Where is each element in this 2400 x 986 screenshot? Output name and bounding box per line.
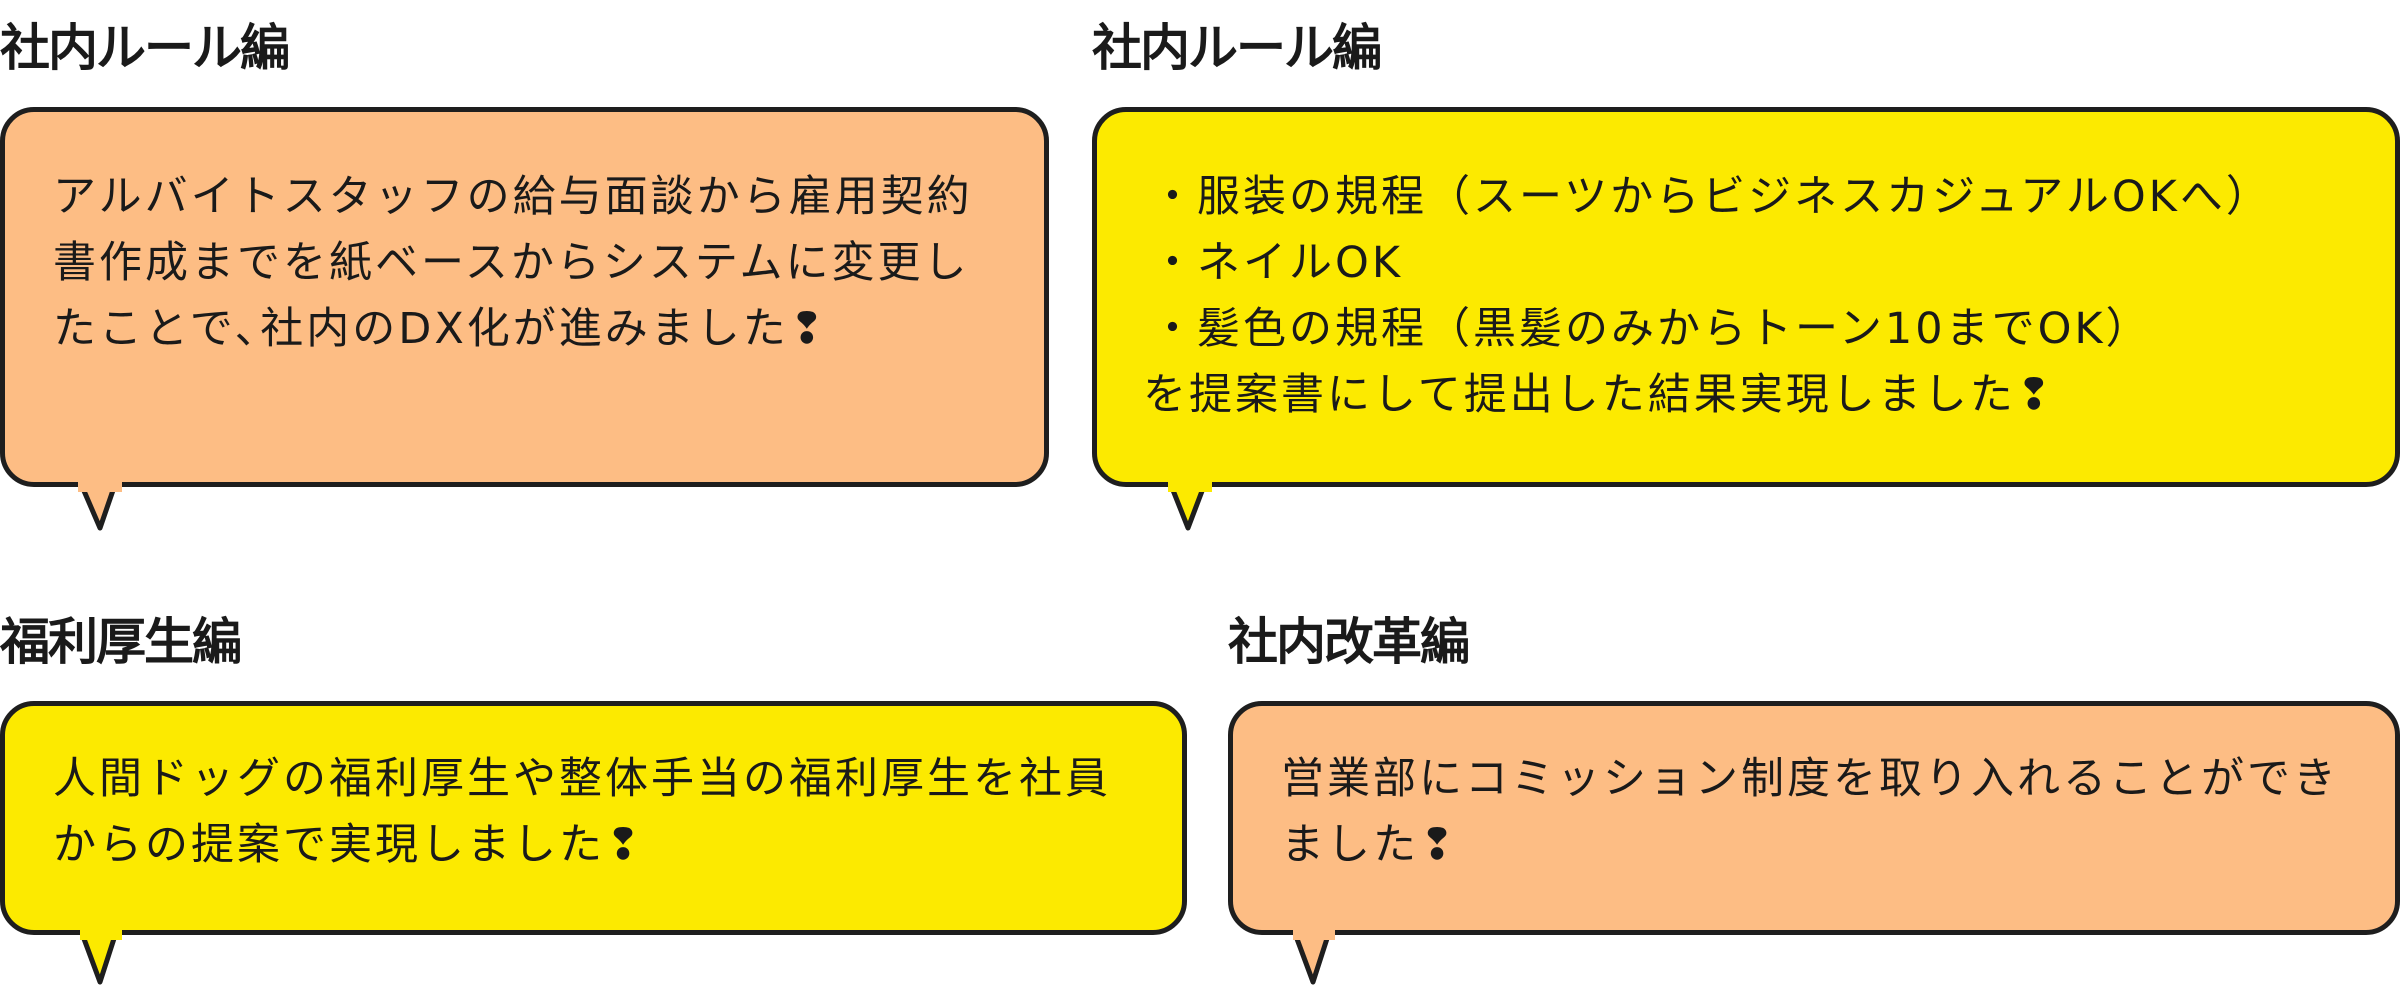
- bubble-line: ・服装の規程（スーツからビジネスカジュアルOKへ）: [1151, 172, 2272, 222]
- bubble-line: ・髪色の規程（黒髪のみからトーン10までOK）: [1151, 304, 2152, 354]
- bubble-text: 人間ドッグの福利厚生や整体手当の福利厚生を社員からの提案で実現しました❢: [53, 754, 1111, 870]
- tail-cover: [1168, 478, 1212, 492]
- tail-cover: [80, 926, 122, 940]
- speech-bubble-internal-rules-dx: アルバイトスタッフの給与面談から雇用契約書作成までを紙ベースからシステムに変更し…: [0, 107, 1049, 487]
- bubble-text-list: ・服装の規程（スーツからビジネスカジュアルOKへ） ・ネイルOK ・髪色の規程（…: [1143, 164, 2365, 428]
- bubble-text: 営業部にコミッション制度を取り入れることができました❢: [1281, 754, 2339, 870]
- section-heading: 社内ルール編: [1092, 20, 1382, 76]
- bubble-text: アルバイトスタッフの給与面談から雇用契約書作成までを紙ベースからシステムに変更し…: [53, 172, 973, 354]
- tail-cover: [1293, 926, 1335, 940]
- tail-cover: [78, 478, 122, 492]
- bubble-line: を提案書にして提出した結果実現しました❢: [1143, 370, 2055, 420]
- speech-bubble-internal-reform: 営業部にコミッション制度を取り入れることができました❢: [1228, 701, 2400, 935]
- section-heading: 社内ルール編: [0, 20, 290, 76]
- section-heading: 社内改革編: [1228, 614, 1470, 670]
- bubble-line: ・ネイルOK: [1151, 238, 1404, 288]
- section-heading: 福利厚生編: [0, 614, 242, 670]
- speech-bubble-welfare: 人間ドッグの福利厚生や整体手当の福利厚生を社員からの提案で実現しました❢: [0, 701, 1187, 935]
- speech-bubble-internal-rules-dress: ・服装の規程（スーツからビジネスカジュアルOKへ） ・ネイルOK ・髪色の規程（…: [1092, 107, 2400, 487]
